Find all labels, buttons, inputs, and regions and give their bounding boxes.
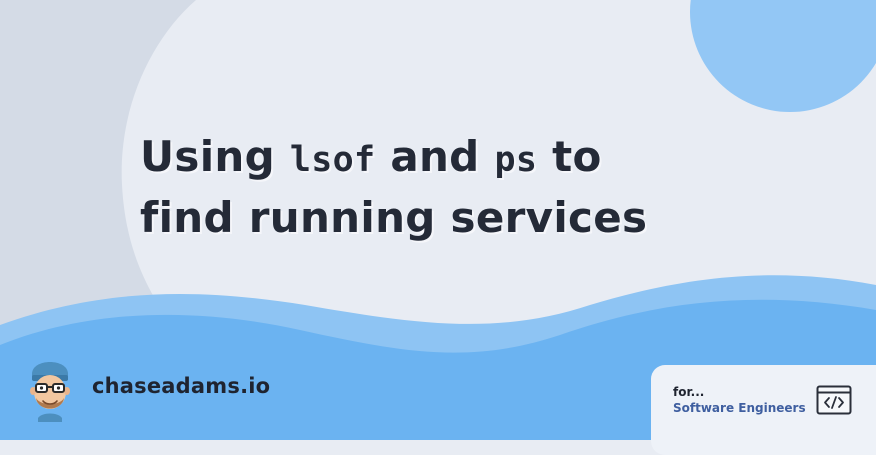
title-line-2: find running services xyxy=(140,193,648,242)
title-text-1: Using xyxy=(140,132,290,181)
code-window-icon xyxy=(816,385,852,415)
top-right-circle xyxy=(690,0,876,112)
audience-prefix: for... xyxy=(673,385,705,399)
audience-card: for... Software Engineers xyxy=(651,365,876,455)
site-brand: chaseadams.io xyxy=(24,350,270,422)
title-code-lsof: lsof xyxy=(289,140,376,180)
site-name: chaseadams.io xyxy=(92,374,271,398)
post-title: Using lsof and ps to find running servic… xyxy=(140,128,647,247)
avatar-icon xyxy=(30,362,70,422)
audience-label: Software Engineers xyxy=(673,401,806,415)
title-code-ps: ps xyxy=(494,140,538,180)
left-gray-blob xyxy=(0,0,196,330)
title-text-3: to xyxy=(537,132,602,181)
title-text-2: and xyxy=(375,132,495,181)
